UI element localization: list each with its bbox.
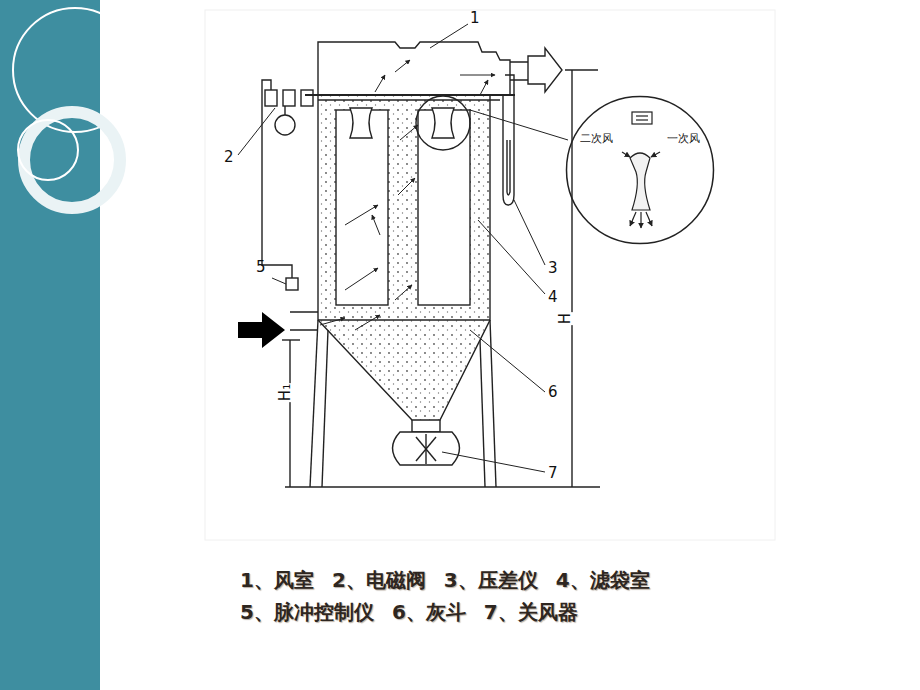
callout-number: 5 <box>256 260 266 275</box>
side-band <box>0 0 100 690</box>
filter-body <box>262 42 600 487</box>
leader-lines <box>238 24 568 472</box>
legend-item: 5、脉冲控制仪 <box>240 602 374 622</box>
decor-rings <box>13 8 137 208</box>
legend-item: 6、灰斗 <box>392 602 466 622</box>
dimension-label: H <box>558 312 573 325</box>
callout-number: 2 <box>224 150 234 165</box>
inlet-arrow <box>238 312 285 348</box>
callout-number: 6 <box>548 385 558 400</box>
circle-outline <box>565 95 715 245</box>
airflow-label: 二次风 <box>580 133 613 144</box>
callout-number: 4 <box>548 290 558 305</box>
callout-number: 3 <box>548 261 558 276</box>
airflow-label: 一次风 <box>667 133 700 144</box>
dimension-label: H₁ <box>278 383 293 402</box>
legend-item: 1、风室 <box>240 570 314 590</box>
legend-item: 4、滤袋室 <box>556 570 650 590</box>
callout-number: 1 <box>470 11 480 26</box>
inset-venturi <box>622 112 660 228</box>
callout-number: 7 <box>548 466 558 481</box>
magnified-circle: 二次风 一次风 <box>565 95 715 245</box>
legend-item: 7、关风器 <box>484 602 578 622</box>
legend-item: 2、电磁阀 <box>332 570 426 590</box>
legend-item: 3、压差仪 <box>444 570 538 590</box>
